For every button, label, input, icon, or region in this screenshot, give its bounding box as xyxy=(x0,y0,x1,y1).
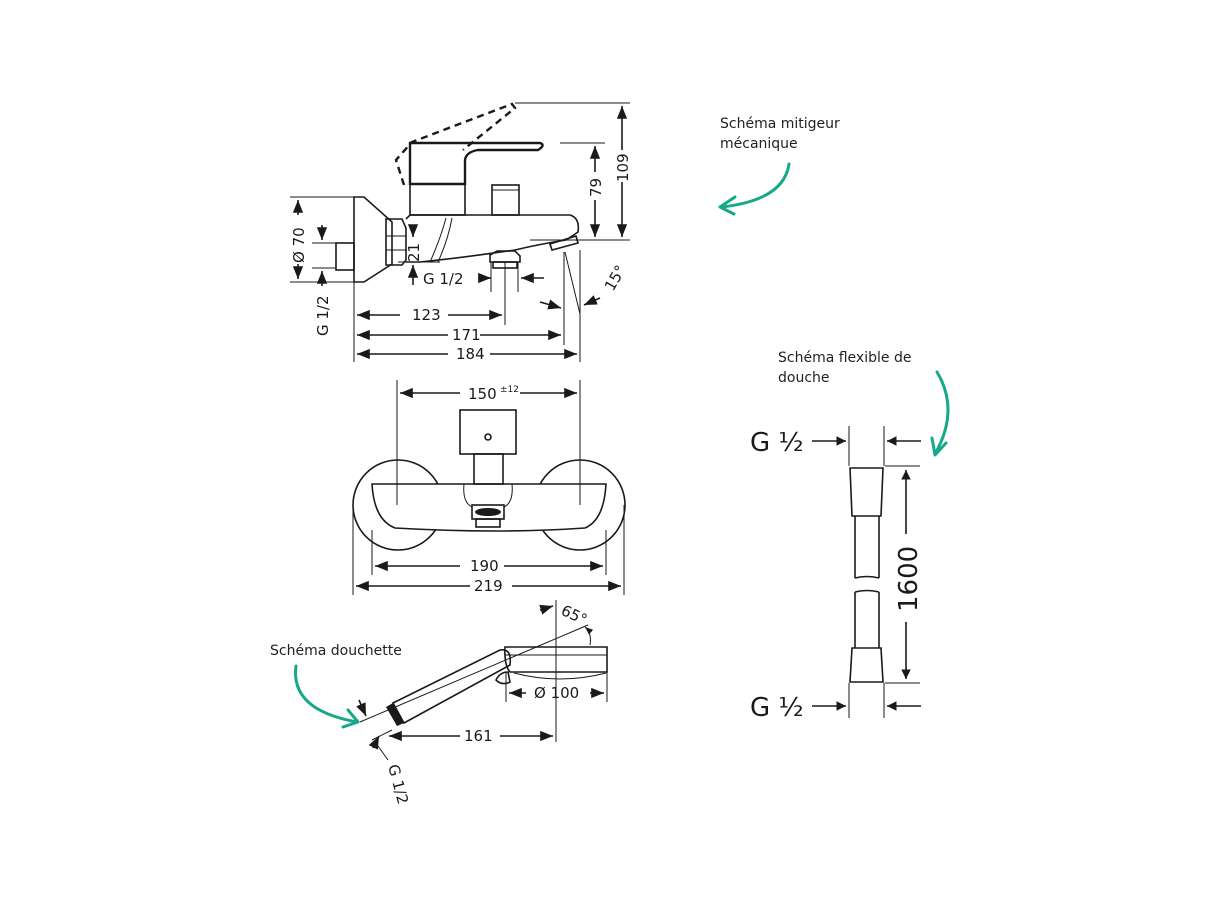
lever-raised-dashed xyxy=(394,102,517,186)
annotation-handshower: Schéma douchette xyxy=(270,641,402,661)
arrow-hose-annotation xyxy=(930,370,950,457)
threaded-connector xyxy=(335,242,355,271)
annotation-hose: Schéma flexible de douche xyxy=(778,348,911,388)
bath-outlet xyxy=(489,250,521,263)
dim-g12-outlet: G 1/2 xyxy=(423,270,464,288)
arrow-handshower-annotation xyxy=(294,664,360,729)
dim-g12-hose-top: G ½ xyxy=(750,428,804,458)
annotation-mixer-line2: mécanique xyxy=(720,136,798,152)
front-lever xyxy=(459,409,517,455)
cartridge xyxy=(409,183,466,216)
hex-nut xyxy=(385,218,407,266)
dim-65-degrees: 65° xyxy=(558,601,590,629)
spout-outlet xyxy=(548,234,579,251)
annotation-hose-line1: Schéma flexible de xyxy=(778,350,912,366)
mixer-body xyxy=(405,214,580,263)
mixer-front-view: 150 ±12 190 219 xyxy=(352,380,626,595)
dim-109: 109 xyxy=(614,153,632,182)
handshower-view: 65° Ø 100 161 G 1/2 xyxy=(356,600,608,806)
dim-150: 150 xyxy=(468,385,497,403)
annotation-handshower-line1: Schéma douchette xyxy=(270,643,402,659)
dim-150-tolerance: ±12 xyxy=(500,385,519,395)
hose-bottom-nut xyxy=(849,647,884,683)
handshower-handle xyxy=(391,648,512,725)
hose-top-nut xyxy=(849,467,884,517)
dim-g12-connector: G 1/2 xyxy=(314,295,332,336)
dim-171: 171 xyxy=(452,326,481,344)
annotation-mixer: Schéma mitigeur mécanique xyxy=(720,114,840,154)
dim-190: 190 xyxy=(470,557,499,575)
lever xyxy=(408,141,544,186)
annotation-hose-line2: douche xyxy=(778,370,830,386)
shower-hose-view: G ½ 1600 G ½ xyxy=(750,426,924,723)
dim-123: 123 xyxy=(412,306,441,324)
dim-g12-hose-bottom: G ½ xyxy=(750,693,804,723)
dim-219: 219 xyxy=(474,577,503,595)
annotation-mixer-line1: Schéma mitigeur xyxy=(720,116,840,132)
mixer-side-view: 109 79 Ø 70 G 1/2 21 G 1/2 15° xyxy=(290,102,632,363)
dim-15-degrees: 15° xyxy=(601,262,630,294)
dim-184: 184 xyxy=(456,345,485,363)
dim-diameter-100: Ø 100 xyxy=(534,684,579,702)
dim-1600: 1600 xyxy=(894,546,924,612)
handshower-head xyxy=(504,646,608,673)
dim-g12-handshower: G 1/2 xyxy=(384,762,412,806)
arrow-mixer-annotation xyxy=(718,162,791,216)
dim-21: 21 xyxy=(405,243,423,262)
dim-79: 79 xyxy=(587,178,605,197)
dim-diameter-70: Ø 70 xyxy=(290,227,308,263)
dim-161: 161 xyxy=(464,727,493,745)
diverter-knob xyxy=(491,184,520,216)
